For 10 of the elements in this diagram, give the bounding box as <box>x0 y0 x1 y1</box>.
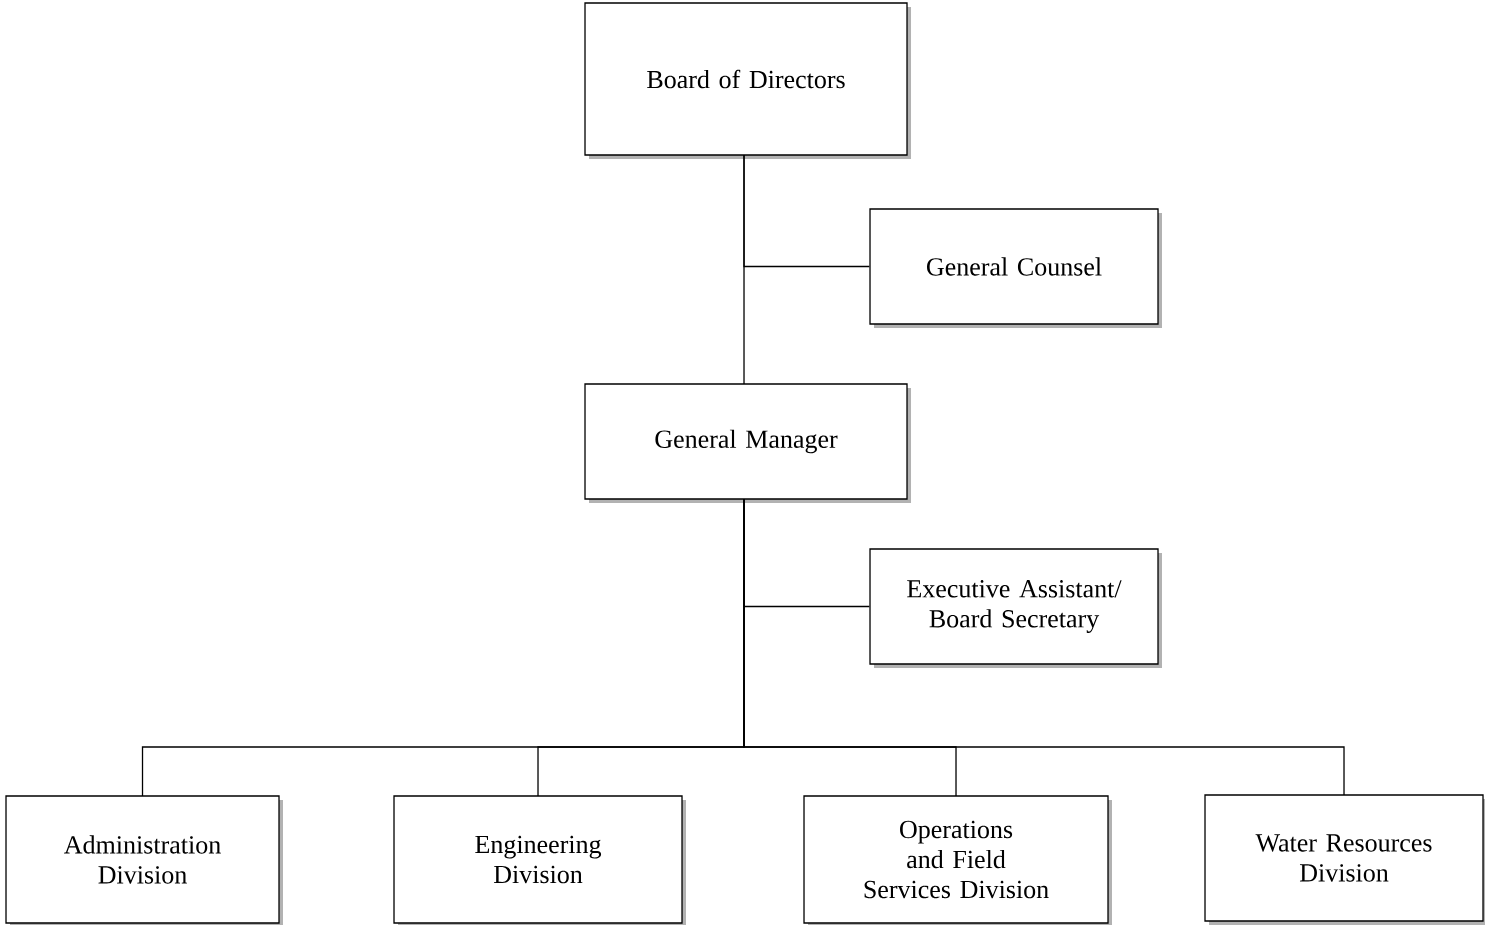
org-box: Operations and Field Services Division <box>803 795 1112 925</box>
connector-line <box>743 154 870 268</box>
org-box: Water Resources Division <box>1204 794 1485 925</box>
org-box: Board of Directors <box>584 2 911 159</box>
connector-line <box>743 498 1345 796</box>
org-box: Administration Division <box>5 795 283 925</box>
org-box: Executive Assistant/ Board Secretary <box>869 548 1162 668</box>
org-box: Engineering Division <box>393 795 686 925</box>
org-box: General Counsel <box>869 208 1162 328</box>
org-box: General Manager <box>584 383 911 503</box>
